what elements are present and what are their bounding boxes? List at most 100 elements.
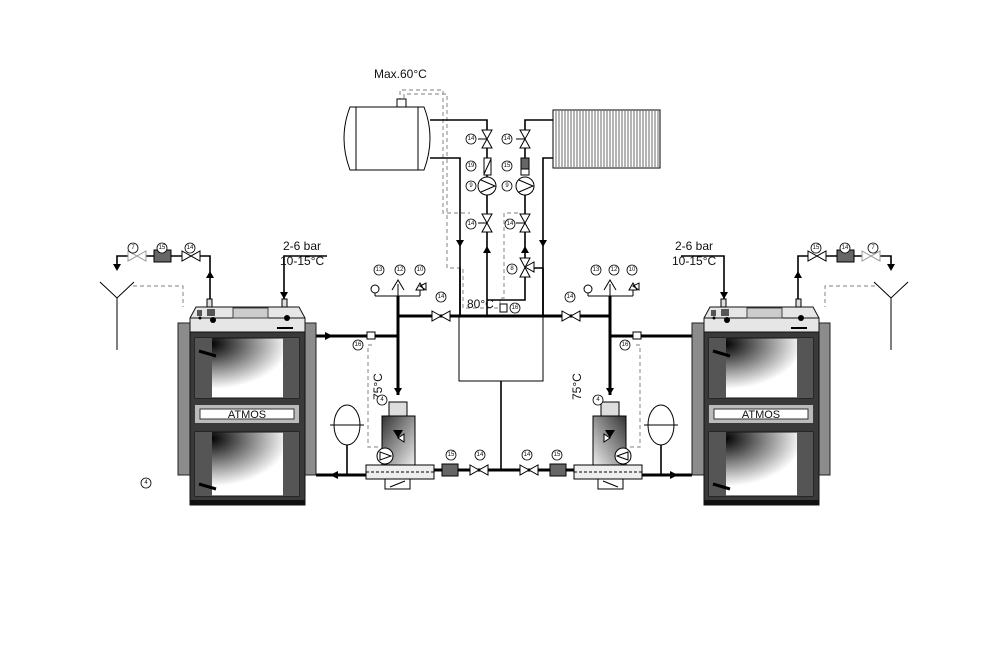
marker-number: 12 (611, 267, 618, 273)
component-marker: 14 (501, 133, 513, 145)
valve-icon (478, 129, 493, 149)
pressure-gauge-icon (370, 284, 380, 294)
marker-number: 14 (507, 221, 514, 227)
marker-number: 14 (524, 452, 531, 458)
component-marker: 15 (501, 160, 513, 172)
component-marker: 16 (352, 339, 364, 351)
left-pressure-label: 2-6 bar (283, 239, 321, 253)
tank-sensor-icon (396, 98, 407, 108)
left-brand-label: ATMOS (228, 409, 266, 421)
component-marker: 19 (465, 160, 477, 172)
marker-number: 14 (567, 294, 574, 300)
marker-circle (592, 394, 604, 406)
marker-circle (839, 242, 851, 254)
valve-icon (516, 213, 531, 233)
marker-number: 16 (622, 342, 629, 348)
marker-number: 4 (596, 397, 600, 403)
component-marker: 10 (626, 264, 638, 276)
marker-circle (445, 449, 457, 461)
component-marker: 14 (839, 242, 851, 254)
marker-circle (394, 264, 406, 276)
component-marker: 4 (376, 394, 388, 406)
marker-circle (465, 180, 477, 192)
component-marker: 16 (509, 302, 521, 314)
buffer-temp-label: 80°C (467, 297, 494, 311)
shutoff-valve-icon (431, 310, 451, 322)
component-marker: 14 (474, 449, 486, 461)
safety-valve-icon (628, 281, 640, 291)
component-marker: 14 (435, 291, 447, 303)
component-marker: 14 (564, 291, 576, 303)
boiler-left (176, 297, 318, 507)
hot-water-tank (343, 98, 431, 171)
marker-circle (608, 264, 620, 276)
valve-icon (516, 129, 531, 149)
component-marker: 15 (810, 242, 822, 254)
expansion-vessel-right (644, 404, 678, 475)
component-marker: 14 (521, 449, 533, 461)
marker-number: 7 (131, 245, 135, 251)
component-marker: 4 (140, 477, 152, 489)
marker-number: 14 (468, 221, 475, 227)
shutoff-valve-icon (469, 464, 489, 476)
marker-number: 13 (593, 267, 600, 273)
marker-number: 14 (187, 245, 194, 251)
marker-number: 15 (159, 245, 166, 251)
component-marker: 14 (465, 218, 477, 230)
component-marker: 12 (608, 264, 620, 276)
marker-number: 16 (512, 305, 519, 311)
marker-circle (867, 242, 879, 254)
mixing-unit-left (365, 401, 435, 490)
marker-circle (810, 242, 822, 254)
component-marker: 7 (127, 242, 139, 254)
component-marker: 14 (184, 242, 196, 254)
marker-number: 9 (469, 183, 473, 189)
valve-icon (478, 213, 493, 233)
marker-circle (504, 218, 516, 230)
marker-circle (376, 394, 388, 406)
marker-circle (414, 264, 426, 276)
left-return-temp-label: 75°C (371, 373, 385, 400)
temp-sensor-icon (632, 331, 642, 340)
marker-circle (626, 264, 638, 276)
marker-circle (140, 477, 152, 489)
marker-circle (564, 291, 576, 303)
component-marker: 15 (551, 449, 563, 461)
marker-circle (590, 264, 602, 276)
mixing-unit-right (573, 401, 643, 490)
component-marker: 10 (414, 264, 426, 276)
marker-circle (474, 449, 486, 461)
marker-circle (501, 160, 513, 172)
component-marker: 14 (504, 218, 516, 230)
expansion-vessel-left (330, 404, 364, 475)
marker-circle (619, 339, 631, 351)
marker-number: 19 (468, 163, 475, 169)
marker-circle (506, 263, 518, 275)
marker-number: 9 (505, 183, 509, 189)
component-marker: 15 (156, 242, 168, 254)
component-marker: 12 (394, 264, 406, 276)
marker-number: 4 (144, 480, 148, 486)
marker-number: 15 (504, 163, 511, 169)
pump-icon (477, 176, 497, 196)
marker-number: 14 (468, 136, 475, 142)
component-marker: 13 (590, 264, 602, 276)
marker-number: 14 (842, 245, 849, 251)
buffer-tank (458, 303, 544, 470)
component-marker: 8 (506, 263, 518, 275)
marker-number: 16 (355, 342, 362, 348)
component-marker: 4 (592, 394, 604, 406)
marker-number: 10 (417, 267, 424, 273)
cold-water-right (681, 249, 909, 350)
marker-circle (509, 302, 521, 314)
safety-valve-icon (415, 281, 427, 291)
marker-circle (435, 291, 447, 303)
radiator (552, 109, 661, 169)
filter-icon (520, 157, 530, 170)
shutoff-valve-icon (519, 464, 539, 476)
marker-circle (156, 242, 168, 254)
component-marker: 9 (465, 180, 477, 192)
shutoff-valve-icon (561, 310, 581, 322)
